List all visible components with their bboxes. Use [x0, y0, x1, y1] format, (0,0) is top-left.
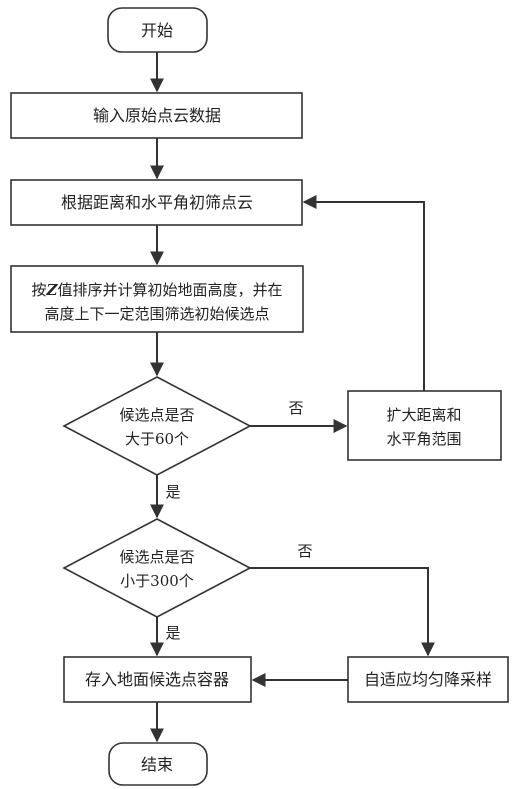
downsample-node: 自适应均匀降采样 — [347, 656, 509, 703]
initial-filter-label: 根据距离和水平角初筛点云 — [61, 193, 253, 212]
decision-lt300-node: 候选点是否 小于300个 — [62, 518, 252, 618]
decision-gt60-line1: 候选点是否 — [119, 406, 194, 424]
sort-z-variable: Z — [46, 281, 59, 299]
start-node: 开始 — [107, 7, 208, 53]
sort-z-node: 按Z值排序并计算初始地面高度，并在 高度上下一定范围筛选初始候选点 — [10, 265, 304, 333]
decision1-no-label: 否 — [288, 399, 303, 417]
input-data-label: 输入原始点云数据 — [93, 106, 221, 125]
store-candidates-node: 存入地面候选点容器 — [63, 656, 252, 703]
decision-lt300-line1: 候选点是否 — [119, 548, 194, 566]
decision-gt60-node: 候选点是否 大于60个 — [62, 376, 252, 476]
input-data-node: 输入原始点云数据 — [10, 92, 303, 139]
decision2-yes-label: 是 — [165, 624, 180, 642]
decision1-yes-label: 是 — [165, 483, 180, 501]
decision-lt300-line2: 小于300个 — [120, 572, 194, 590]
end-node: 结束 — [108, 742, 208, 786]
decision2-no-label: 否 — [297, 542, 312, 560]
expand-range-line1: 扩大距离和 — [386, 406, 461, 424]
initial-filter-node: 根据距离和水平角初筛点云 — [10, 179, 303, 226]
sort-z-label-line2: 高度上下一定范围筛选初始候选点 — [44, 305, 269, 323]
sort-z-suffix: 值排序并计算初始地面高度，并在 — [57, 281, 282, 299]
decision-gt60-line2: 大于60个 — [125, 430, 189, 448]
expand-range-line2: 水平角范围 — [386, 430, 461, 448]
sort-z-label-line1: 按Z值排序并计算初始地面高度，并在 — [32, 281, 283, 299]
expand-range-node: 扩大距离和 水平角范围 — [347, 390, 502, 461]
store-candidates-label: 存入地面候选点容器 — [85, 670, 229, 689]
edge-expand-to-filter — [302, 195, 425, 391]
downsample-label: 自适应均匀降采样 — [364, 670, 492, 689]
sort-z-prefix: 按 — [32, 281, 47, 299]
edge-decision2-no-to-downsample — [250, 567, 435, 657]
end-label: 结束 — [141, 755, 173, 774]
start-label: 开始 — [141, 21, 173, 40]
